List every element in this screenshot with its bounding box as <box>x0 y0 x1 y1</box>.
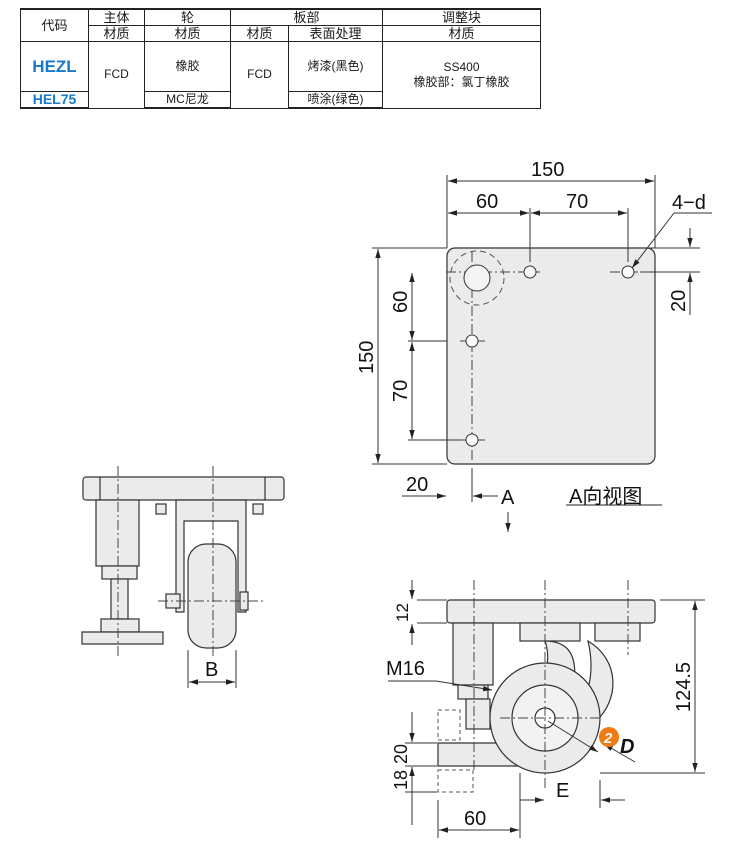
dim-12: 12 <box>393 603 412 622</box>
badge-circle <box>599 727 619 747</box>
mount-hole-2 <box>621 265 635 279</box>
dim-20-right: 20 <box>668 290 690 312</box>
front-view <box>81 466 285 688</box>
dim-150-height: 150 <box>356 341 378 374</box>
adjuster-foot <box>81 631 164 645</box>
mount-hole-3 <box>465 334 479 348</box>
front-plate <box>82 476 285 501</box>
mounting-plate <box>446 247 656 465</box>
main-material: FCD <box>88 41 145 109</box>
spec-table: 代码 主体 轮 板部 调整块 材质 材质 材质 表面处理 材质 HEZL FCD… <box>20 8 541 109</box>
mount-hole-4 <box>465 433 479 447</box>
hole-callout: 4−d <box>672 192 706 214</box>
dim-18: 18 <box>391 770 411 790</box>
header-main: 主体 <box>88 8 145 26</box>
header-adjust-material: 材质 <box>382 25 541 42</box>
dim-20-side: 20 <box>391 744 411 764</box>
surface-black-paint: 烤漆(黑色) <box>288 41 383 92</box>
view-arrow-label: A <box>501 487 515 509</box>
thread-label: M16 <box>386 658 425 680</box>
dim-60-side: 60 <box>464 808 486 830</box>
front-wheel <box>187 543 237 649</box>
top-view <box>372 175 712 532</box>
dim-60-height: 60 <box>390 291 412 313</box>
surface-green-coating: 喷涂(绿色) <box>288 91 383 109</box>
side-adjuster-body <box>452 622 494 686</box>
view-title: A向视图 <box>569 485 642 508</box>
stem-hole-circle <box>449 250 505 306</box>
dim-20-bottom: 20 <box>406 474 428 496</box>
code-hel75: HEL75 <box>20 91 89 109</box>
adjust-material: SS400 橡胶部：氯丁橡胶 <box>382 41 541 109</box>
adjust-material-rubber: 橡胶部：氯丁橡胶 <box>413 74 510 89</box>
side-plate <box>446 599 656 624</box>
badge-number: 2 <box>603 730 613 747</box>
dim-60-width: 60 <box>476 191 498 213</box>
dim-b: B <box>205 659 218 681</box>
dim-70-height: 70 <box>390 380 412 402</box>
wheel-material-nylon: MC尼龙 <box>144 91 231 109</box>
plate-material: FCD <box>230 41 289 109</box>
mount-hole-1 <box>523 265 537 279</box>
header-main-material: 材质 <box>88 25 145 42</box>
dim-70-width: 70 <box>566 191 588 213</box>
dim-150-width: 150 <box>531 159 564 181</box>
top-view-labels: 150 60 70 4−d 20 150 60 70 20 A A向视图 <box>356 159 706 509</box>
side-view-labels: 12 124.5 M16 2 D 20 18 E 60 <box>386 603 695 830</box>
header-adjust: 调整块 <box>382 8 541 26</box>
code-hezl: HEZL <box>20 41 89 92</box>
header-plate-material: 材质 <box>230 25 289 42</box>
adjust-material-ss400: SS400 <box>443 59 480 74</box>
header-code: 代码 <box>20 8 89 42</box>
side-view <box>388 580 705 838</box>
dim-124-5: 124.5 <box>673 662 695 712</box>
dim-e: E <box>556 780 569 802</box>
dim-d: D <box>620 736 634 758</box>
